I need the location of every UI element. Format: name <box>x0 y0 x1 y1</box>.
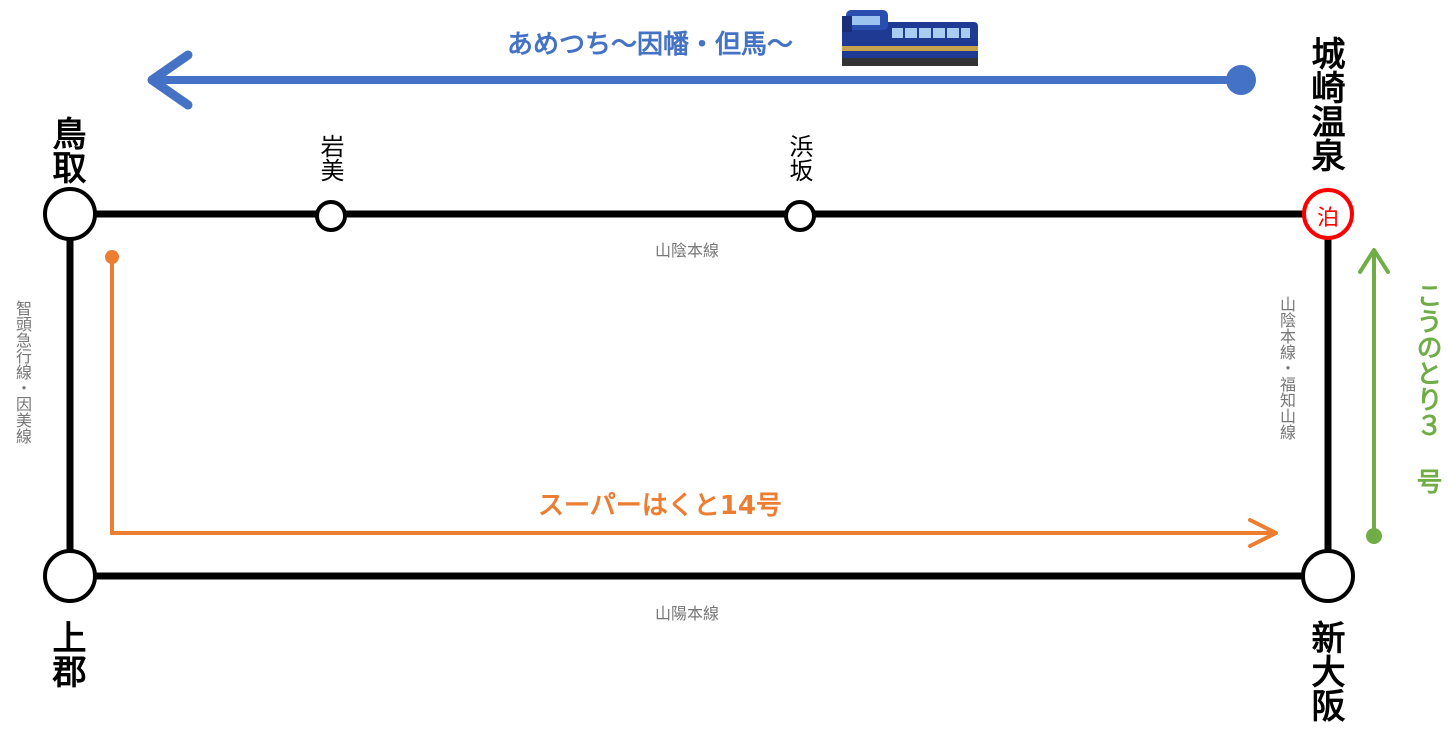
stay-marker: 泊 <box>1317 206 1340 231</box>
train-super-hakuto-label: スーパーはくと14号 <box>538 491 782 521</box>
station-iwami-node <box>315 200 347 232</box>
station-iwami-label: 岩美 <box>316 134 344 182</box>
station-hamasaka-node <box>784 200 816 232</box>
super-hakuto-route-arrow <box>105 250 1278 548</box>
train-image-icon <box>842 10 978 66</box>
train-konotori-label: こうのとり３ 号 <box>1412 282 1442 494</box>
station-shin-osaka-label: 新大阪 <box>1305 620 1345 722</box>
train-ametsuchi-label: あめつち〜因幡・但馬〜 <box>507 30 794 60</box>
station-kamigori-label: 上郡 <box>46 620 86 688</box>
ametsuchi-route-arrow <box>147 50 1256 110</box>
station-kinosaki-label: 城崎温泉 <box>1305 36 1345 172</box>
line-sanyo-label: 山陽本線 <box>655 604 720 623</box>
station-shin-osaka-node <box>1301 549 1355 603</box>
station-kamigori-node <box>43 549 97 603</box>
station-hamasaka-label: 浜坂 <box>785 134 813 182</box>
station-tottori-node <box>43 187 97 241</box>
station-tottori-label: 鳥取 <box>46 116 86 184</box>
line-sanin-fukuchiyama-label: 山陰本線・福知山線 <box>1277 296 1296 440</box>
konotori-route-arrow <box>1358 248 1390 544</box>
line-sanin-top-label: 山陰本線 <box>655 241 720 260</box>
station-kinosaki-node <box>1302 188 1354 240</box>
line-chizu-inbi-label: 智頭急行線・因美線 <box>13 300 32 444</box>
